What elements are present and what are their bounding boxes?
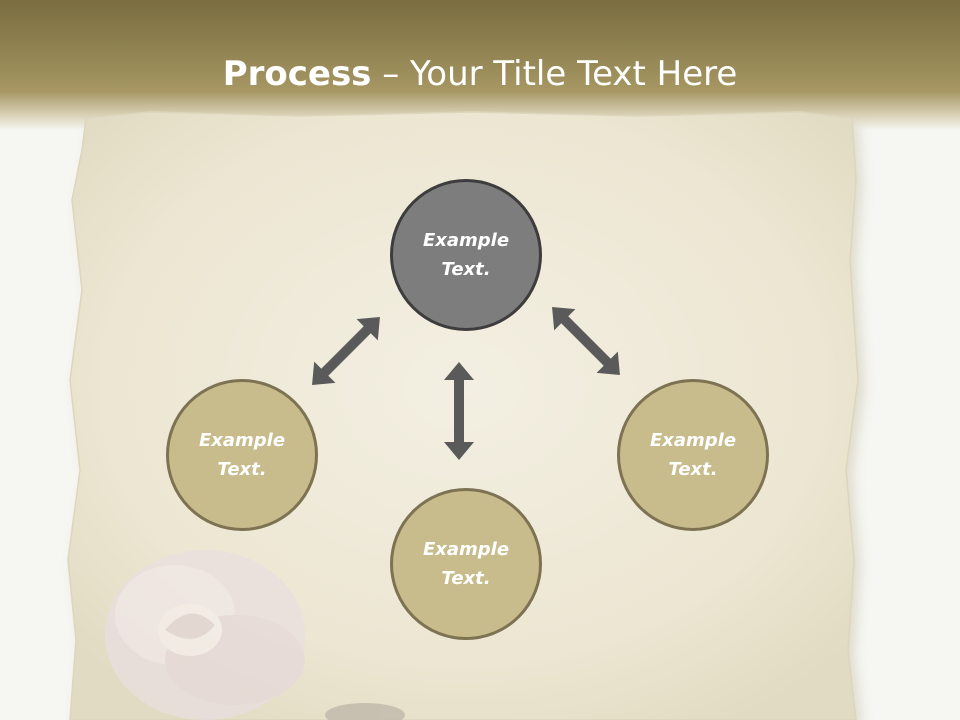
header-band <box>0 0 960 130</box>
node-bottom: Example Text. <box>390 488 542 640</box>
page-title: Process – Your Title Text Here <box>0 52 960 96</box>
node-right: Example Text. <box>617 379 769 531</box>
title-rest: – Your Title Text Here <box>371 54 738 94</box>
arrow-vertical <box>444 362 474 460</box>
node-left: Example Text. <box>166 379 318 531</box>
arrow-top-right <box>552 307 620 375</box>
node-left-label: Example Text. <box>198 430 286 480</box>
rose-decoration <box>105 550 405 720</box>
node-right-label: Example Text. <box>649 430 737 480</box>
arrow-top-left <box>312 317 380 385</box>
title-bold: Process <box>222 54 372 94</box>
node-top-label: Example Text. <box>422 230 510 280</box>
node-bottom-label: Example Text. <box>422 539 510 589</box>
node-top: Example Text. <box>390 179 542 331</box>
